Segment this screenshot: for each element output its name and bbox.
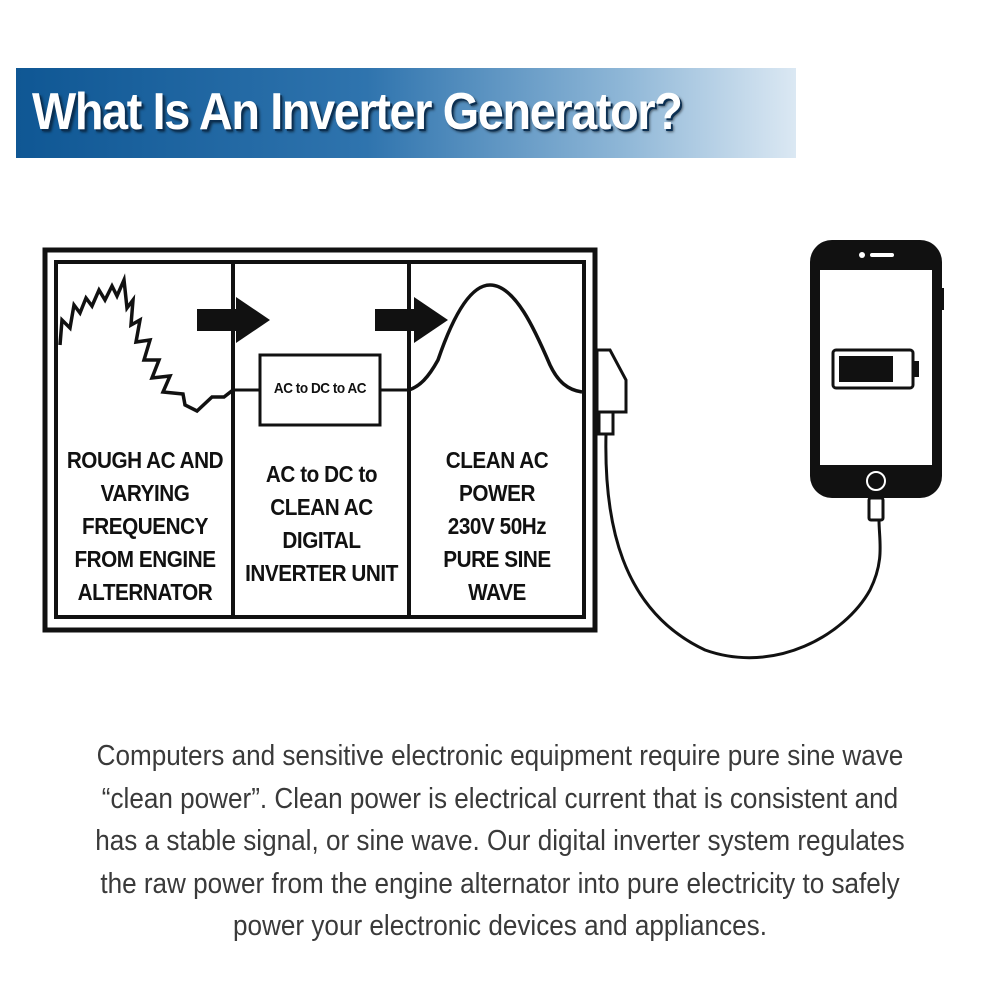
battery-icon xyxy=(831,348,919,390)
arrow-right-icon xyxy=(197,297,270,343)
inner-frame xyxy=(54,260,586,619)
plug-icon xyxy=(595,348,628,436)
stage1-line: ROUGH AC AND xyxy=(66,447,224,473)
description-line: Computers and sensitive electronic equip… xyxy=(96,740,904,772)
description-line: has a stable signal, or sine wave. Our d… xyxy=(95,825,905,857)
description-line: “clean power”. Clean power is electrical… xyxy=(101,782,899,815)
stage2-line: CLEAN AC xyxy=(270,494,373,520)
stage3-line: WAVE xyxy=(468,579,526,605)
page-title: What Is An Inverter Generator? xyxy=(32,83,683,141)
stage1-line: FROM ENGINE xyxy=(74,546,216,572)
description-line: the raw power from the engine alternator… xyxy=(100,867,900,900)
stage2-description: AC to DC to CLEAN AC DIGITAL INVERTER UN… xyxy=(234,458,409,590)
stage3-line: CLEAN AC xyxy=(445,447,549,473)
rough-ac-wave-icon xyxy=(58,273,235,414)
sine-wave-icon xyxy=(408,283,583,394)
description-line: power your electronic devices and applia… xyxy=(233,910,767,942)
stage2-line: INVERTER UNIT xyxy=(245,560,398,586)
stage3-description: CLEAN AC POWER 230V 50Hz PURE SINE WAVE xyxy=(410,444,584,609)
cable-icon xyxy=(604,433,882,660)
description-paragraph: Computers and sensitive electronic equip… xyxy=(20,735,980,948)
stage1-line: FREQUENCY xyxy=(82,513,208,539)
stage3-line: POWER xyxy=(459,480,535,506)
inverter-box-label: AC to DC to AC xyxy=(273,380,367,397)
stage1-description: ROUGH AC AND VARYING FREQUENCY FROM ENGI… xyxy=(57,444,233,609)
inverter-box xyxy=(258,353,382,427)
stage1-line: ALTERNATOR xyxy=(77,579,213,605)
outer-frame xyxy=(42,247,598,633)
stage3-line: PURE SINE xyxy=(443,546,551,572)
stage1-line: VARYING xyxy=(100,480,190,506)
stage2-line: DIGITAL xyxy=(282,527,361,553)
arrow-right-icon xyxy=(375,297,448,343)
title-banner: What Is An Inverter Generator? xyxy=(16,68,796,158)
stage3-line: 230V 50Hz xyxy=(447,513,547,539)
stage2-line: AC to DC to xyxy=(265,461,378,487)
